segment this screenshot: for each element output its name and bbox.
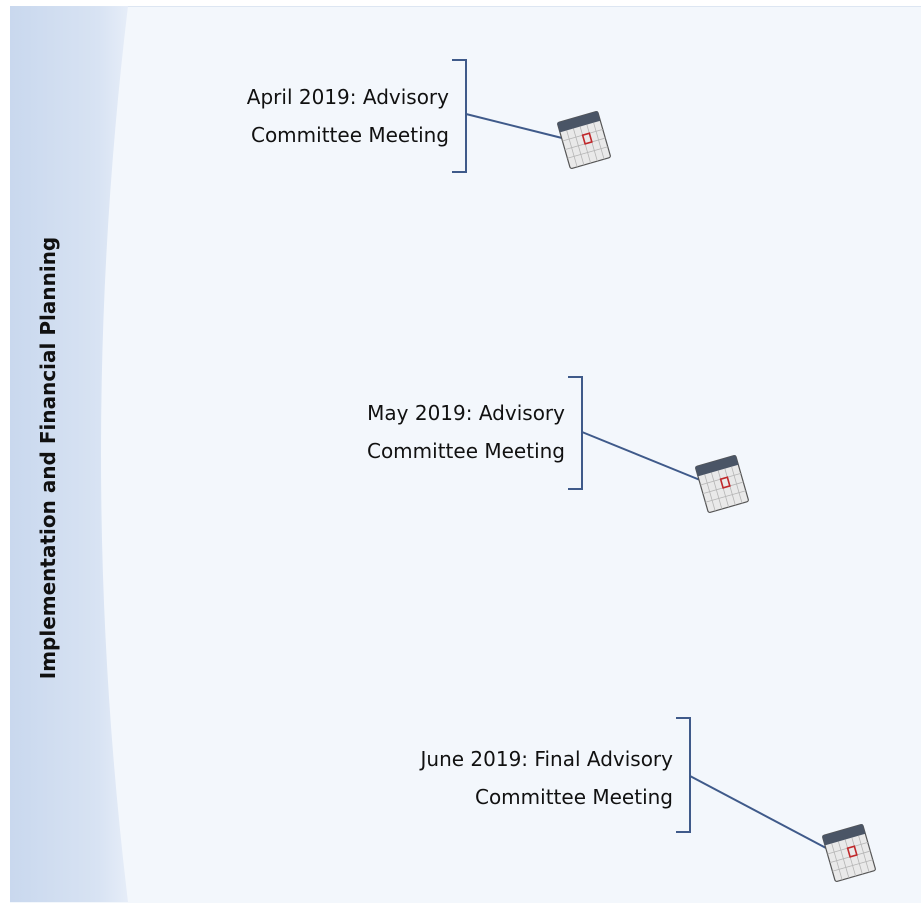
calendar-icon: [694, 454, 750, 514]
connector-line: [689, 775, 827, 849]
connector-line: [465, 113, 563, 139]
calendar-icon: [821, 823, 877, 883]
milestone-title-text: Committee Meeting: [366, 439, 565, 463]
milestone-label: May 2019: Advisory Committee Meeting: [367, 394, 565, 470]
milestone-title-text: Committee Meeting: [250, 123, 449, 147]
connector-line: [581, 431, 701, 481]
calendar-icon: [556, 110, 612, 170]
milestone-bracket: [676, 717, 691, 833]
milestone-date-text: May 2019: Advisory: [367, 401, 565, 425]
milestone-date-text: June 2019: Final Advisory: [420, 747, 674, 771]
milestone-label: June 2019: Final Advisory Committee Meet…: [421, 740, 674, 816]
milestone-bracket: [568, 376, 583, 490]
milestone-date-text: April 2019: Advisory: [246, 85, 449, 109]
milestone-title-text: Committee Meeting: [474, 785, 673, 809]
milestone-bracket: [452, 59, 467, 173]
phase-band: [10, 6, 160, 902]
milestone-label: April 2019: Advisory Committee Meeting: [247, 78, 449, 154]
